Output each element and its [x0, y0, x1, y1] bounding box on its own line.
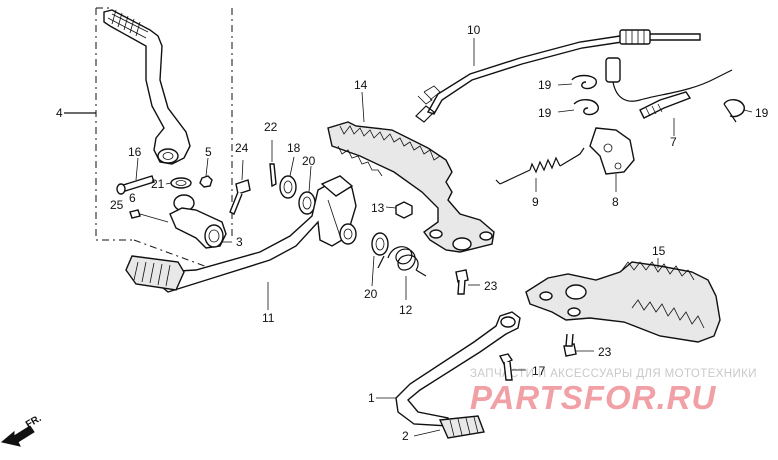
- callout-3: 3: [236, 235, 243, 249]
- washer-18: [279, 156, 297, 199]
- nut-13: [385, 201, 413, 219]
- kickstarter-arm: [103, 9, 191, 165]
- callout-13: 13: [371, 201, 385, 215]
- clip-19-b: [557, 99, 599, 116]
- callout-19c: 19: [755, 106, 769, 120]
- callout-9: 9: [532, 195, 539, 209]
- kickstarter-boss-3: [169, 194, 232, 249]
- callout-21: 21: [151, 177, 165, 191]
- washer-20-upper: [298, 165, 316, 215]
- pedal-lever-1: [376, 311, 521, 427]
- bolt-23-lower: [563, 333, 594, 357]
- bolt-16: [116, 157, 155, 195]
- callout-7: 7: [670, 135, 677, 149]
- callout-2: 2: [402, 429, 409, 443]
- callout-4: 4: [56, 106, 63, 120]
- callout-20b: 20: [364, 287, 378, 301]
- step-bracket-14: [327, 91, 495, 253]
- pedal-rubber-2: [413, 415, 485, 439]
- callout-23a: 23: [484, 279, 498, 293]
- bolt-6: [129, 209, 169, 223]
- callout-19b: 19: [538, 106, 552, 120]
- callout-17: 17: [532, 364, 546, 378]
- callout-25: 25: [110, 198, 124, 212]
- clip-19-a: [557, 74, 597, 90]
- callout-12: 12: [399, 303, 413, 317]
- callout-8: 8: [612, 195, 619, 209]
- bolt-23-upper: [455, 269, 480, 295]
- watermark-brand: PARTSFOR.RU: [470, 379, 716, 416]
- callout-labels: 1 2 3 4 5 6 7 8 9 10 11 12 13 14 15 16 1…: [56, 23, 769, 443]
- callout-6: 6: [129, 191, 136, 205]
- stop-switch-7: [605, 57, 733, 136]
- spring-9: [495, 147, 585, 192]
- callout-15: 15: [652, 244, 666, 258]
- callout-23b: 23: [598, 345, 612, 359]
- callout-1: 1: [368, 391, 375, 405]
- watermark-tagline: ЗАПЧАСТИ И АКСЕССУАРЫ ДЛЯ МОТОТЕХНИКИ: [470, 368, 757, 380]
- front-direction-label: FR.: [24, 413, 44, 431]
- callout-24: 24: [235, 141, 249, 155]
- step-bracket-15: [525, 258, 721, 343]
- bolt-24: [229, 159, 251, 215]
- callout-20a: 20: [302, 154, 316, 168]
- bolt-17: [498, 353, 526, 381]
- callout-14: 14: [354, 78, 368, 92]
- callout-18: 18: [287, 141, 301, 155]
- stay-8: [589, 127, 635, 192]
- brake-pedal-11: [125, 175, 357, 310]
- callout-22: 22: [264, 120, 278, 134]
- kickstarter-group-bracket: [64, 7, 233, 241]
- clip-19-c: [723, 99, 753, 123]
- callout-19a: 19: [538, 78, 552, 92]
- return-spring-12: [377, 246, 427, 300]
- brake-cable-10: [415, 29, 701, 123]
- nut-5: [199, 157, 213, 188]
- callout-11: 11: [262, 311, 275, 325]
- callout-16: 16: [128, 145, 142, 159]
- cotter-pin-22: [269, 140, 277, 188]
- callout-5: 5: [205, 145, 212, 159]
- watermark: ЗАПЧАСТИ И АКСЕССУАРЫ ДЛЯ МОТОТЕХНИКИ PA…: [470, 368, 757, 416]
- callout-10: 10: [467, 23, 481, 37]
- front-direction-arrow-icon: FR.: [0, 413, 44, 447]
- washer-20-lower: [371, 232, 389, 287]
- washer-21: [165, 177, 192, 189]
